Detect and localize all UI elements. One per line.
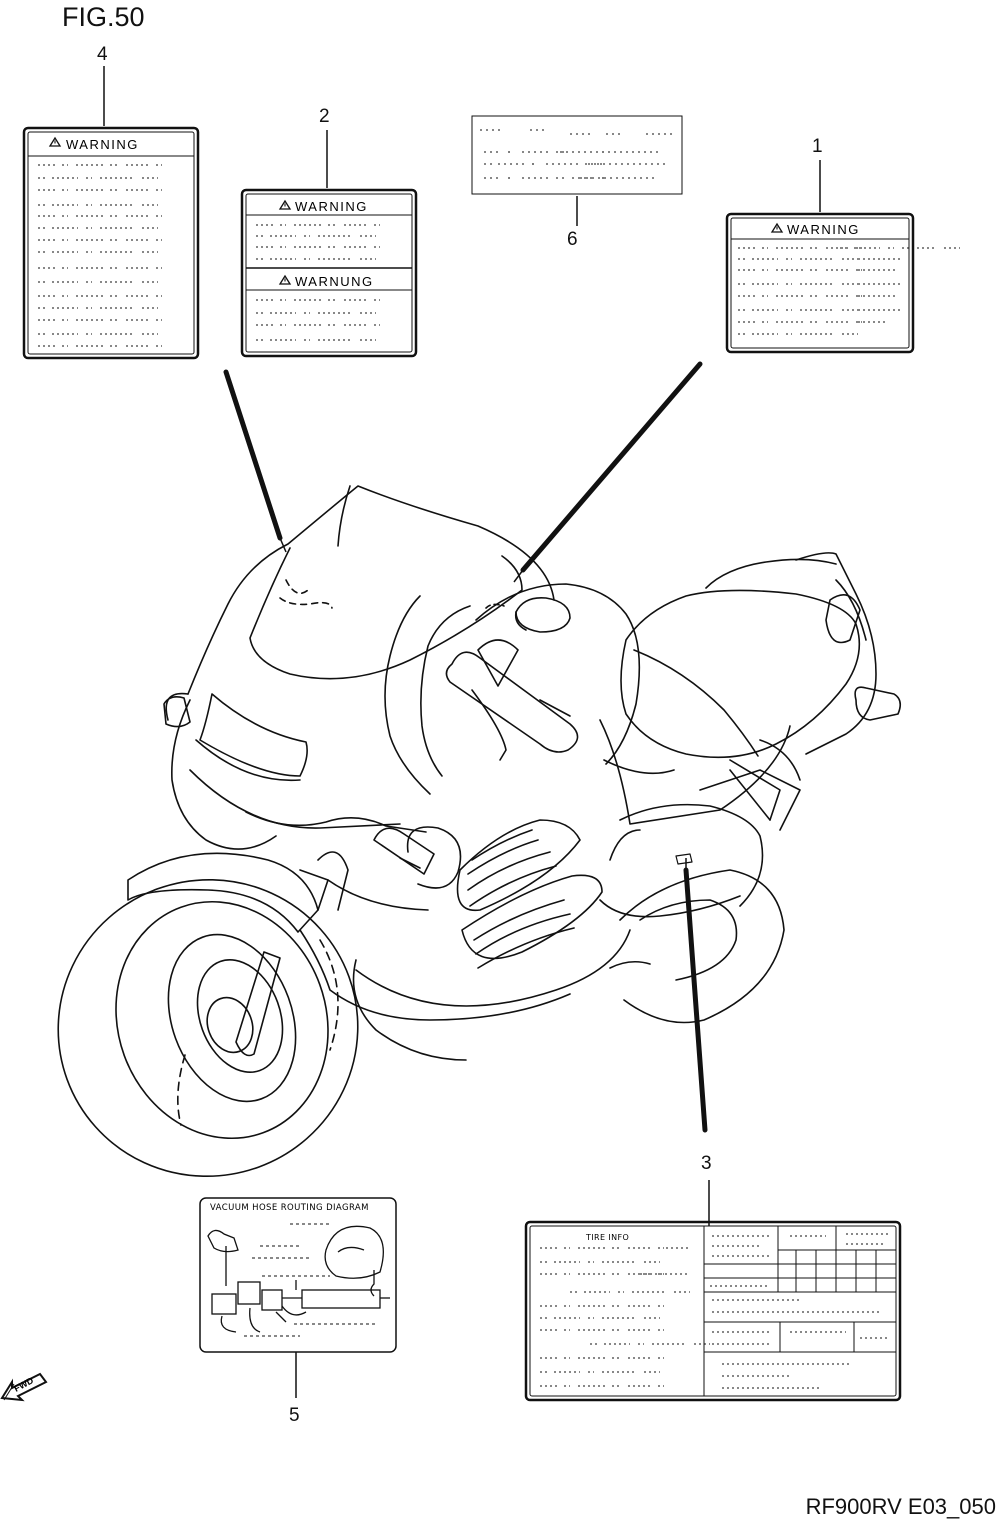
warning-label-1: WARNING <box>725 160 961 354</box>
vacuum-hose-label-5: VACUUM HOSE ROUTING DIAGRAM <box>199 1197 397 1398</box>
label-1-heading: WARNING <box>787 222 860 237</box>
info-label-6 <box>471 115 683 226</box>
warning-label-4: WARNING <box>22 66 200 360</box>
fwd-arrow-icon: FWD <box>0 1372 48 1402</box>
callout-5: 5 <box>289 1405 300 1426</box>
reference-code: RF900RV E03_050 <box>805 1494 996 1519</box>
callout-2: 2 <box>319 106 330 127</box>
motorcycle-illustration <box>57 485 902 1178</box>
label-5-heading: VACUUM HOSE ROUTING DIAGRAM <box>210 1203 369 1213</box>
callout-4: 4 <box>97 44 108 65</box>
label-4-heading: WARNING <box>66 137 139 152</box>
figure-title: FIG.50 <box>62 2 145 32</box>
callout-3: 3 <box>701 1153 712 1174</box>
label-2-heading-top: WARNING <box>295 199 368 214</box>
tire-info-label-3: TIRE INFO <box>524 1180 902 1402</box>
warning-label-2: WARNING WARNUNG <box>240 130 418 358</box>
callout-1: 1 <box>812 136 823 157</box>
leader-lines <box>223 361 708 1133</box>
callout-6: 6 <box>567 229 578 250</box>
label-2-heading-bottom: WARNUNG <box>295 274 374 289</box>
fairing-vents <box>456 819 603 969</box>
label-3-heading: TIRE INFO <box>585 1233 629 1242</box>
